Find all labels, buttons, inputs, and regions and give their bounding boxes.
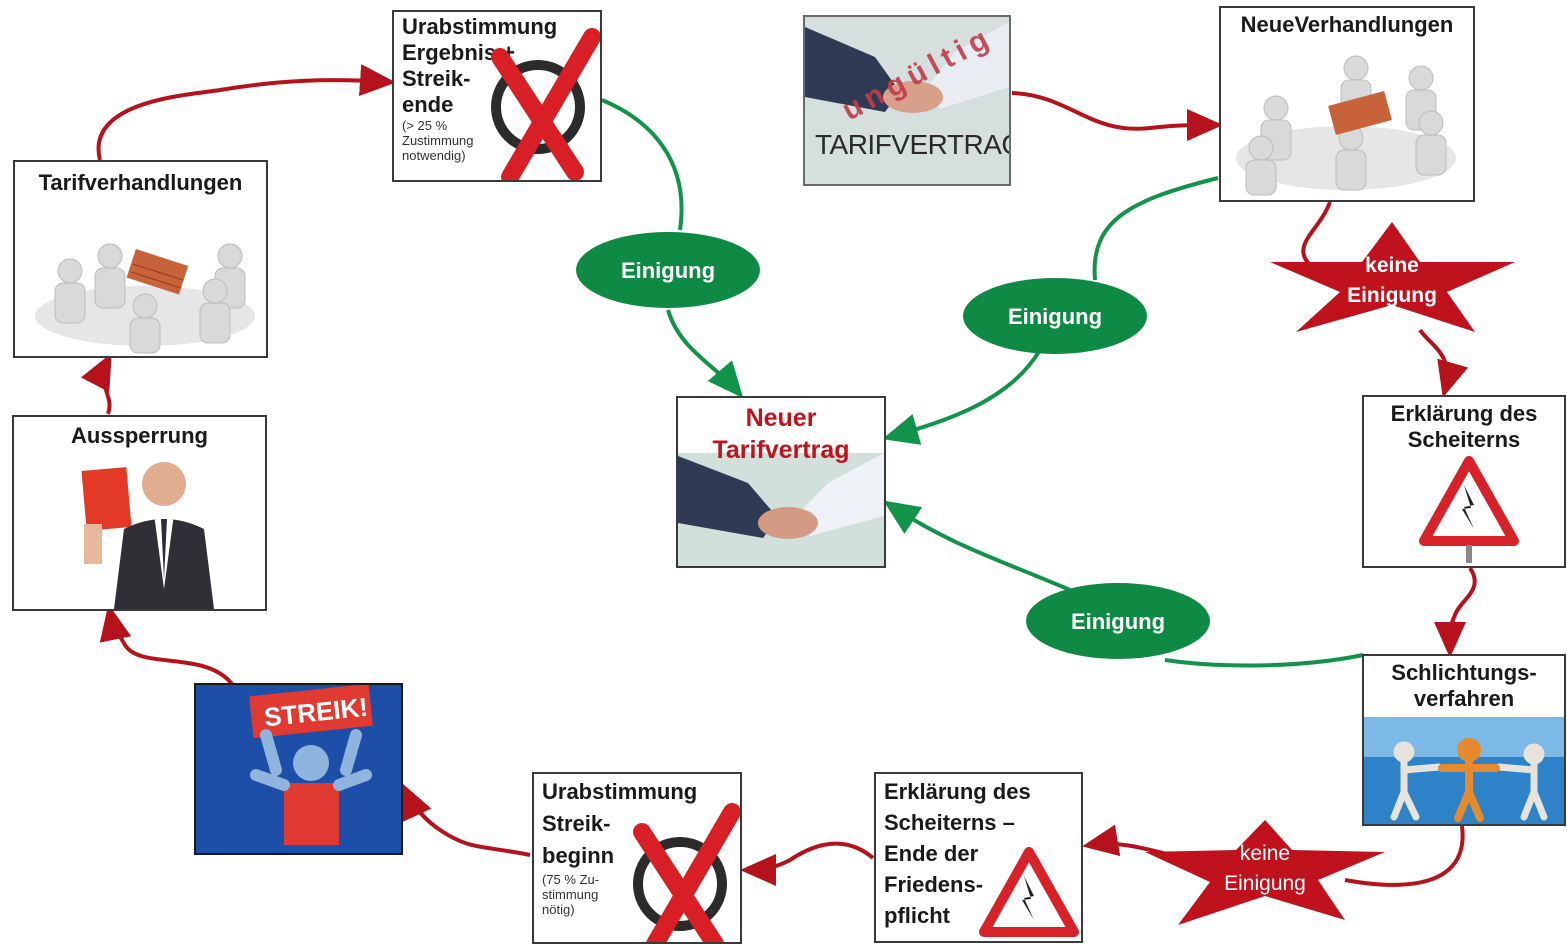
arrow-erklaerung2-to-urabstimmung: [740, 841, 875, 886]
node-title-line: Scheiterns: [1407, 427, 1521, 452]
node-title: Tarifverhandlungen: [38, 170, 243, 195]
node-aussperrung: Aussperrung: [12, 415, 267, 611]
node-neuer-tarifvertrag: Neuer Tarifvertrag: [676, 396, 886, 568]
badge-einigung-1: Einigung: [576, 232, 760, 308]
node-note-line: Zustimmung: [402, 133, 474, 148]
node-title-line: Tarifvertrag: [712, 436, 850, 464]
node-title-line: pflicht: [884, 903, 950, 928]
node-title-line: Schlichtungs-: [1391, 660, 1537, 685]
node-neue-verhandlungen: NeueVerhandlungen: [1219, 6, 1475, 202]
badge-einigung-label: Einigung: [1071, 609, 1165, 634]
meeting-illustration: [1236, 55, 1456, 196]
ballot-cross-icon: [633, 803, 740, 942]
node-note-line: stimmung: [542, 887, 599, 902]
node-note-line: (75 % Zu-: [542, 872, 600, 887]
node-title-line: Urabstimmung: [402, 14, 558, 39]
node-title-line: Streik-: [542, 811, 611, 836]
node-title-line: Neuer: [745, 404, 817, 432]
mediation-illustration: [1364, 717, 1564, 824]
handshake-illustration: [805, 17, 1009, 184]
badge-keine-line: Einigung: [1224, 872, 1306, 895]
node-title-line: Streik-: [402, 66, 471, 91]
node-title-line: Ende der: [884, 841, 979, 866]
badge-keine-line: Einigung: [1347, 284, 1437, 307]
arrow-ungueltig-to-neue: [1011, 91, 1223, 142]
arrow-urabstimmung-einigung: [601, 98, 738, 392]
warning-sign-icon: [979, 847, 1079, 937]
node-title-line: Friedens-: [884, 872, 984, 897]
arrow-aussperrung-to-tarif: [80, 352, 112, 415]
node-urabstimmung-ende: Urabstimmung Ergebnis + Streik- ende (> …: [392, 10, 602, 182]
node-note-line: (> 25 %: [402, 118, 448, 133]
node-ungueltig: ungültig TARIFVERTRAG: [803, 15, 1011, 186]
badge-keine-einigung-2: keine Einigung: [1145, 820, 1385, 925]
node-title-line: verfahren: [1413, 686, 1515, 711]
node-title-line: Erklärung des: [884, 779, 1031, 804]
arrow-erklaerung-to-schlichtung: [1433, 566, 1477, 658]
node-title-line: ende: [402, 92, 454, 117]
node-schlichtung: Schlichtungs- verfahren: [1362, 654, 1566, 826]
ballot-cross-icon: [491, 28, 600, 180]
node-title-line: Scheiterns –: [884, 810, 1015, 835]
node-urabstimmung-beginn: Urabstimmung Streik- beginn (75 % Zu- st…: [532, 772, 742, 944]
node-streik: STREIK!: [194, 683, 403, 855]
badge-einigung-label: Einigung: [1008, 304, 1102, 329]
doc-label: TARIFVERTRAG: [815, 129, 1011, 160]
badge-keine-einigung-1: keine Einigung: [1270, 222, 1515, 332]
arrow-urabstimmung-to-streik: [401, 782, 531, 857]
badge-keine-line: keine: [1240, 842, 1290, 865]
node-title: NeueVerhandlungen: [1240, 12, 1454, 37]
node-erklaerung-friedenspflicht: Erklärung des Scheiterns – Ende der Frie…: [874, 772, 1083, 943]
node-title-line: beginn: [542, 843, 615, 868]
node-note-line: notwendig): [402, 148, 466, 163]
badge-einigung-2: Einigung: [963, 278, 1147, 354]
node-title-line: Urabstimmung: [542, 779, 698, 804]
arrow-streik-to-aussperrung: [99, 604, 234, 686]
arrow-neue-to-erklaerung: [1301, 201, 1447, 390]
handshake-illustration: [678, 453, 884, 566]
badge-einigung-label: Einigung: [621, 258, 715, 283]
meeting-illustration: [35, 243, 255, 354]
node-erklaerung-scheitern: Erklärung des Scheiterns: [1362, 395, 1566, 568]
arrow-schlichtung-einigung: [890, 505, 1364, 668]
red-card-man-illustration: [81, 462, 214, 609]
badge-keine-line: keine: [1365, 254, 1419, 277]
badge-einigung-3: Einigung: [1026, 583, 1210, 659]
arrow-tarif-to-urabstimmung: [96, 64, 396, 161]
arrow-neue-einigung: [890, 176, 1219, 437]
warning-sign-icon: [1419, 456, 1519, 563]
node-note-line: nötig): [542, 902, 575, 917]
node-title-line: Erklärung des: [1390, 401, 1538, 426]
node-tarifverhandlungen: Tarifverhandlungen: [13, 160, 268, 358]
strike-illustration: [196, 685, 401, 853]
node-title: Aussperrung: [71, 423, 208, 448]
